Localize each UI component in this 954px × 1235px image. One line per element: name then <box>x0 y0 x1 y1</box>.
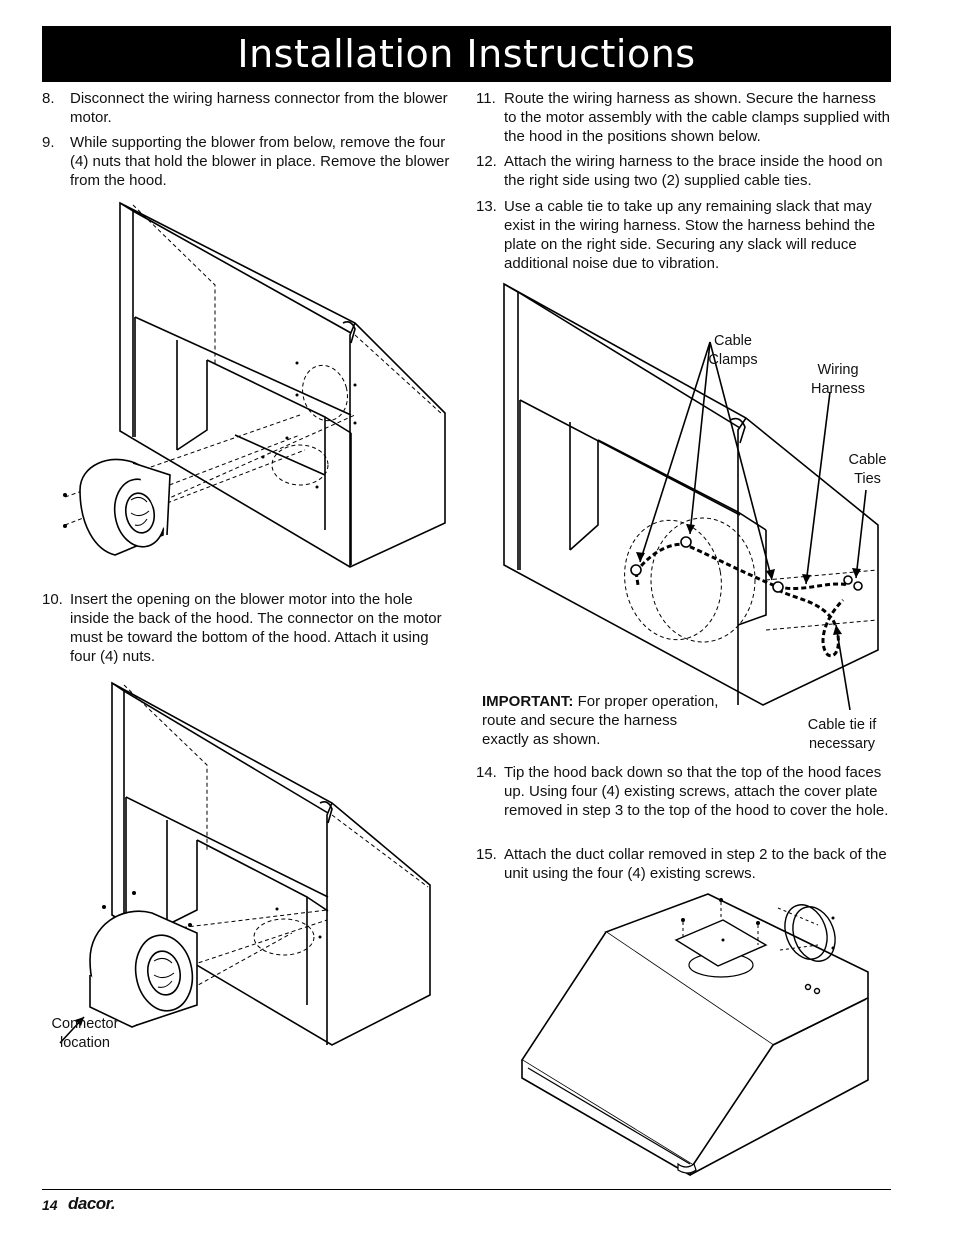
step-number: 13. <box>476 198 497 215</box>
step-text: Disconnect the wiring harness connector … <box>70 90 448 126</box>
step-15: 15. Attach the duct collar removed in st… <box>476 845 892 885</box>
step-9: 9. While supporting the blower from belo… <box>42 133 454 193</box>
step-12: 12. Attach the wiring harness to the bra… <box>476 152 892 192</box>
brand-logo: dacor. <box>68 1194 116 1213</box>
footer-divider <box>42 1189 891 1190</box>
step-number: 11. <box>476 90 496 107</box>
important-text: For proper operation, route and secure t… <box>482 693 719 748</box>
wiring-harness-label: Wiring Harness <box>811 362 865 397</box>
page-number: 14 <box>42 1197 58 1213</box>
step-number: 15. <box>476 846 497 863</box>
step-number: 12. <box>476 153 497 170</box>
step-number: 8. <box>42 90 55 107</box>
step-text: Use a cable tie to take up any remaining… <box>504 198 876 272</box>
duct-collar-illustration <box>520 893 869 1177</box>
step-8: 8. Disconnect the wiring harness connect… <box>42 89 454 129</box>
step-text: While supporting the blower from below, … <box>70 134 450 189</box>
step-text: Attach the wiring harness to the brace i… <box>504 153 883 189</box>
step-number: 14. <box>476 764 497 781</box>
step-text: Route the wiring harness as shown. Secur… <box>504 90 891 145</box>
important-heading: IMPORTANT: <box>482 693 574 710</box>
step-text: Insert the opening on the blower motor i… <box>70 591 442 665</box>
step-text: Attach the duct collar removed in step 2… <box>504 846 887 882</box>
page-title-banner: Installation Instructions <box>42 26 891 82</box>
wiring-harness-illustration <box>503 282 879 710</box>
cable-ties-label: Cable Ties <box>848 452 887 487</box>
cable-tie-if-necessary-label: Cable tie if necessary <box>807 717 877 752</box>
step-10: 10. Insert the opening on the blower mot… <box>42 590 454 670</box>
connector-location-label: Connector location <box>51 1016 119 1051</box>
step-number: 10. <box>42 591 63 608</box>
step-14: 14. Tip the hood back down so that the t… <box>476 763 892 843</box>
step-13: 13. Use a cable tie to take up any remai… <box>476 197 892 277</box>
step-text: Tip the hood back down so that the top o… <box>504 764 889 819</box>
blower-insertion-illustration <box>59 681 431 1046</box>
cable-clamps-label: Cable Clamps <box>708 333 758 368</box>
important-note: IMPORTANT: For proper operation, route a… <box>482 692 722 749</box>
step-number: 9. <box>42 134 55 151</box>
page-title: Installation Instructions <box>237 32 696 76</box>
blower-removal-illustration <box>63 201 446 568</box>
step-11: 11. Route the wiring harness as shown. S… <box>476 89 892 149</box>
